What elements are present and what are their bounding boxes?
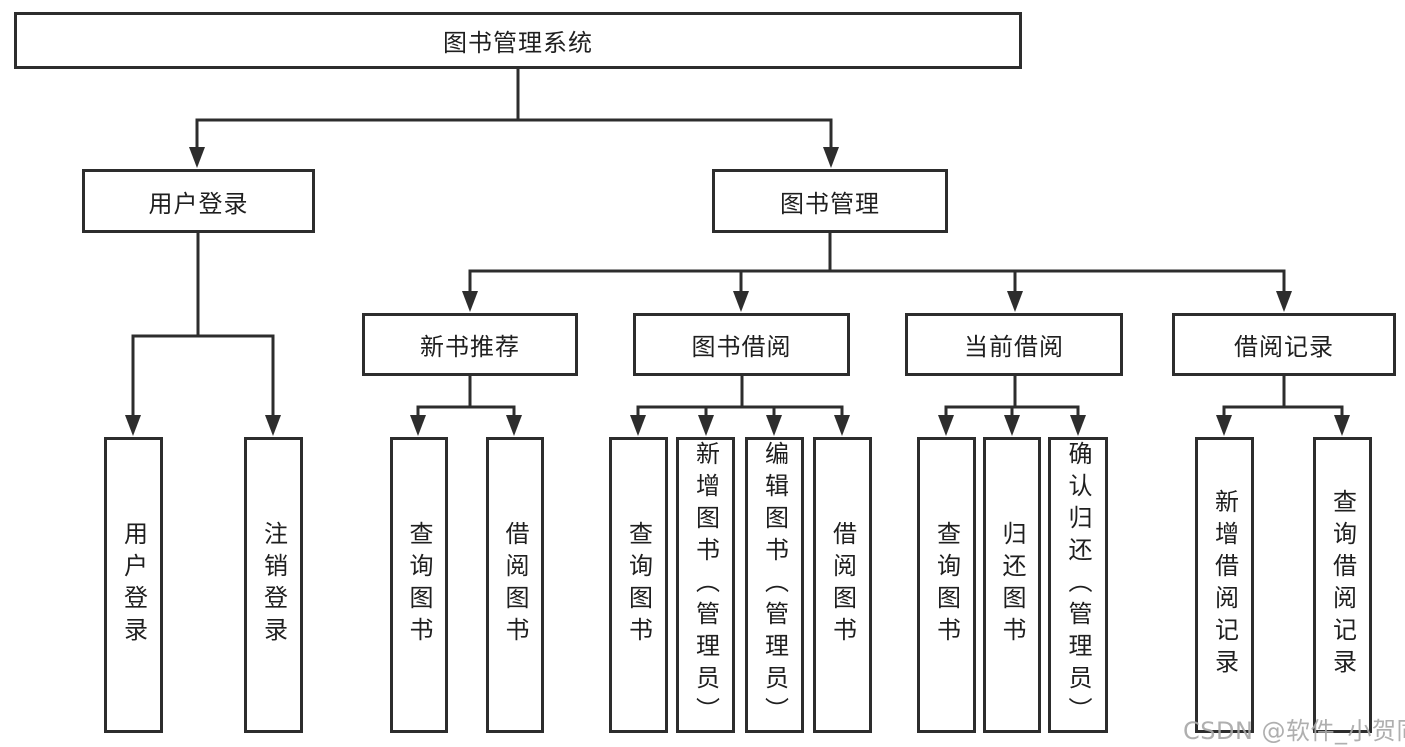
leaf-query-books-current-label: 查询图书 (932, 521, 961, 649)
leaf-edit-books-admin: 编辑图书（管理员） (745, 437, 804, 733)
node-book-management: 图书管理 (712, 169, 948, 233)
leaf-query-books-recommend-label: 查询图书 (405, 521, 433, 649)
leaf-add-books-admin: 新增图书（管理员） (676, 437, 735, 733)
leaf-confirm-return-admin-label: 确认归还（管理员） (1064, 441, 1092, 729)
leaf-borrow-books-borrowing-label: 借阅图书 (828, 521, 857, 649)
node-user-login: 用户登录 (82, 169, 315, 233)
leaf-query-borrow-record-label: 查询借阅记录 (1328, 489, 1357, 681)
leaf-borrow-books-borrowing: 借阅图书 (813, 437, 872, 733)
node-current-borrowing: 当前借阅 (905, 313, 1123, 376)
leaf-query-books-borrowing: 查询图书 (609, 437, 668, 733)
leaf-borrow-books-recommend-label: 借阅图书 (501, 521, 529, 649)
leaf-query-books-recommend: 查询图书 (390, 437, 448, 733)
csdn-watermark: CSDN @软件_小贺同学 (1183, 717, 1405, 745)
node-book-borrowing: 图书借阅 (633, 313, 850, 376)
leaf-return-books-label: 归还图书 (998, 521, 1026, 649)
leaf-add-borrow-record: 新增借阅记录 (1195, 437, 1254, 733)
connector-borrowing-records-children (1216, 374, 1350, 436)
connector-current-borrowing-children (938, 374, 1086, 436)
leaf-borrow-books-recommend: 借阅图书 (486, 437, 544, 733)
leaf-add-borrow-record-label: 新增借阅记录 (1210, 489, 1239, 681)
node-borrowing-records: 借阅记录 (1172, 313, 1396, 376)
leaf-add-books-admin-label: 新增图书（管理员） (691, 441, 720, 729)
leaf-return-books: 归还图书 (983, 437, 1041, 733)
node-library-management-system: 图书管理系统 (14, 12, 1022, 69)
connector-new-book-recommendation-children (410, 374, 522, 436)
connector-user-login-children (125, 231, 281, 436)
node-new-book-recommendation: 新书推荐 (362, 313, 578, 376)
leaf-logout-label: 注销登录 (259, 521, 288, 649)
connector-book-management-children (462, 231, 1292, 312)
leaf-query-books-current: 查询图书 (917, 437, 976, 733)
leaf-query-borrow-record: 查询借阅记录 (1313, 437, 1372, 733)
leaf-confirm-return-admin: 确认归还（管理员） (1048, 437, 1108, 733)
connector-root-to-level2 (189, 67, 839, 168)
leaf-logout: 注销登录 (244, 437, 303, 733)
leaf-query-books-borrowing-label: 查询图书 (624, 521, 653, 649)
leaf-user-login: 用户登录 (104, 437, 163, 733)
leaf-edit-books-admin-label: 编辑图书（管理员） (760, 441, 789, 729)
connector-book-borrowing-children (630, 374, 850, 436)
leaf-user-login-label: 用户登录 (119, 521, 148, 649)
